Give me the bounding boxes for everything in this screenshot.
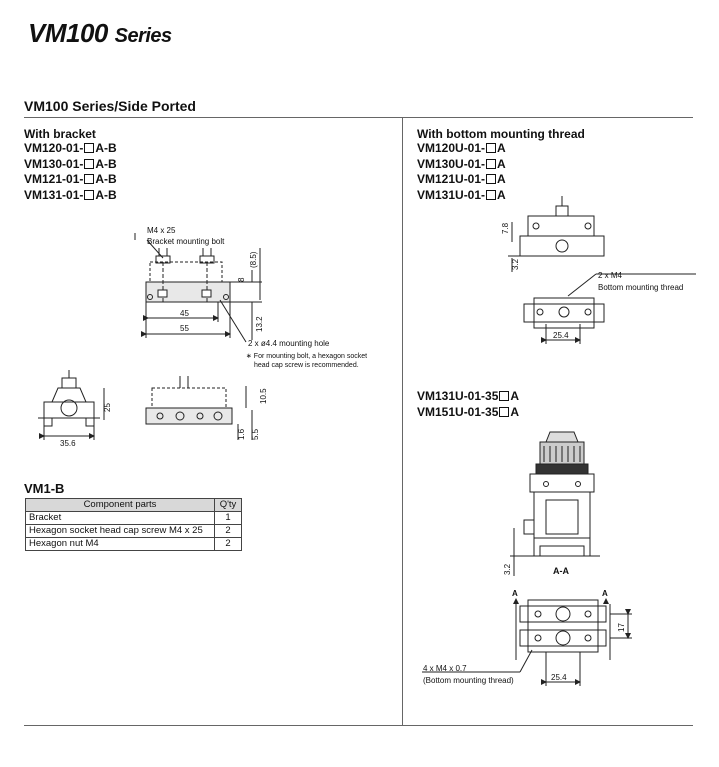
- bracket-model-list: VM120-01-A-B VM130-01-A-B VM121-01-A-B V…: [24, 141, 117, 203]
- component-parts-table: Component parts Q'ty Bracket 1 Hexagon s…: [25, 498, 242, 551]
- bracket-side-view: [38, 370, 105, 440]
- dim-label: 17: [617, 623, 626, 632]
- model-code: VM121-01-A-B: [24, 172, 117, 186]
- model-code: VM130-01-A-B: [24, 156, 117, 171]
- dim-label: (8.5): [249, 251, 258, 268]
- section-arrow-label: A: [512, 589, 518, 598]
- model-code: VM120-01-A-B: [24, 141, 117, 155]
- thread-size-label: 2 x M4: [598, 271, 623, 280]
- drawing-labels: M4 x 25 Bracket mounting bolt (8.5) 8 45…: [60, 222, 683, 685]
- thread-name-label: Bottom mounting thread: [598, 283, 683, 292]
- dim-label: 13.2: [255, 316, 264, 332]
- dim-label: 5.5: [251, 428, 260, 440]
- thread-front-view: [508, 196, 605, 272]
- hole-label: 2 x ø4.4 mounting hole: [248, 339, 330, 348]
- dim-label: 3.2: [511, 258, 520, 270]
- top-divider: [24, 117, 693, 118]
- dim-label: 8: [237, 277, 246, 282]
- bottom-divider: [24, 725, 693, 726]
- note-line: ∗ For mounting bolt, a hexagon socket: [246, 353, 367, 360]
- thread-size-label: 4 x M4 x 0.7: [423, 664, 467, 673]
- dim-label: 25.4: [553, 331, 569, 340]
- model-code: VM121U-01-A: [417, 172, 506, 186]
- knob-front-view: [510, 431, 600, 576]
- bracket-bottom-view: [145, 376, 253, 440]
- table-row: Hexagon nut M4 2: [25, 537, 242, 551]
- dim-label: 10.5: [259, 388, 268, 404]
- thread-name-label: (Bottom mounting thread): [423, 676, 514, 685]
- section-arrows: [513, 598, 609, 604]
- bolt-size-label: M4 x 25: [147, 226, 176, 235]
- dim-label: 35.6: [60, 439, 76, 448]
- thread-group-heading: With bottom mounting thread: [417, 127, 585, 141]
- dim-label: 7.8: [501, 222, 510, 234]
- dim-label: 55: [180, 324, 189, 333]
- thread-model-list: VM120U-01-A VM130U-01-A VM121U-01-A VM13…: [417, 141, 506, 203]
- column-divider: [402, 118, 403, 725]
- section-label: A-A: [553, 566, 569, 576]
- knob-bottom-view: [422, 599, 632, 686]
- page-title: VM100 Series: [28, 18, 172, 48]
- dim-label: 25.4: [551, 673, 567, 682]
- dim-label: 25: [103, 403, 112, 412]
- model-code: VM130U-01-A: [417, 156, 506, 171]
- bracket-front-view: [134, 233, 262, 343]
- bolt-name-label: Bracket mounting bolt: [147, 237, 225, 246]
- model-code: VM131U-01-A: [417, 187, 506, 202]
- dim-label: 3.2: [503, 563, 512, 575]
- vm1b-title: VM1-B: [24, 481, 65, 496]
- bracket-group-heading: With bracket: [24, 127, 96, 141]
- section-title: VM100 Series/Side Ported: [24, 98, 196, 114]
- model-code: VM131-01-A-B: [24, 187, 117, 202]
- model-code: VM120U-01-A: [417, 141, 506, 155]
- dim-label: 1.6: [237, 428, 246, 440]
- col-header-qty: Q'ty: [214, 498, 242, 512]
- thread-bottom-view: [523, 273, 696, 344]
- section-arrow-label: A: [602, 589, 608, 598]
- dim-label: 45: [180, 309, 189, 318]
- cell-qty: 2: [214, 537, 242, 551]
- note-line: head cap screw is recommended.: [254, 362, 359, 369]
